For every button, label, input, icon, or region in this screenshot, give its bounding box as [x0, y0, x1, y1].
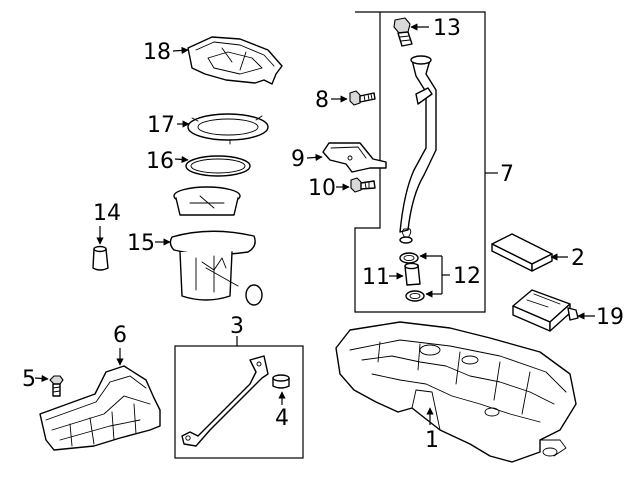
leader-9 [306, 153, 323, 162]
control-module-icon [512, 289, 579, 332]
callout-10: 10 [308, 176, 336, 201]
strap-group-box [174, 345, 304, 459]
callout-6: 6 [113, 323, 127, 348]
bolt-icon [350, 177, 376, 193]
filler-pipe-icon [399, 55, 437, 244]
callout-18: 18 [143, 40, 171, 65]
heat-shield-icon [39, 365, 161, 451]
leader-18 [172, 46, 189, 55]
filler-neck-valve-icon [393, 17, 413, 47]
tank-strap-icon [181, 355, 269, 447]
bolt-icon [49, 375, 64, 397]
hose-clamp-icon [405, 290, 425, 302]
callout-16: 16 [146, 149, 174, 174]
bolt-icon [349, 90, 376, 106]
pump-cover-icon [187, 36, 283, 85]
filler-pipe-group-box [354, 11, 486, 313]
callout-5: 5 [22, 367, 36, 392]
strap-insulator-icon [272, 374, 290, 389]
callout-12: 12 [453, 264, 481, 289]
callout-1: 1 [425, 428, 439, 453]
check-valve-icon [92, 245, 109, 271]
lock-ring-icon [187, 113, 269, 145]
callout-15: 15 [127, 231, 155, 256]
hose-icon [404, 262, 421, 286]
callout-14: 14 [93, 201, 121, 226]
fuel-pump-module-icon [169, 186, 263, 306]
protective-pad-icon [491, 233, 553, 272]
callout-13: 13 [433, 16, 461, 41]
leader-5 [34, 374, 49, 383]
seal-ring-icon [185, 155, 251, 177]
bracket-icon [322, 142, 387, 173]
callout-7: 7 [500, 162, 514, 187]
hose-clamp-icon [399, 252, 419, 264]
callout-9: 9 [291, 147, 305, 172]
callout-2: 2 [571, 246, 585, 271]
callout-8: 8 [315, 88, 329, 113]
callout-11: 11 [362, 265, 390, 290]
callout-19: 19 [596, 305, 624, 330]
callout-4: 4 [275, 406, 289, 431]
callout-17: 17 [147, 113, 175, 138]
callout-3: 3 [230, 314, 244, 339]
fuel-tank-icon [335, 321, 577, 463]
leader-16 [174, 155, 189, 164]
